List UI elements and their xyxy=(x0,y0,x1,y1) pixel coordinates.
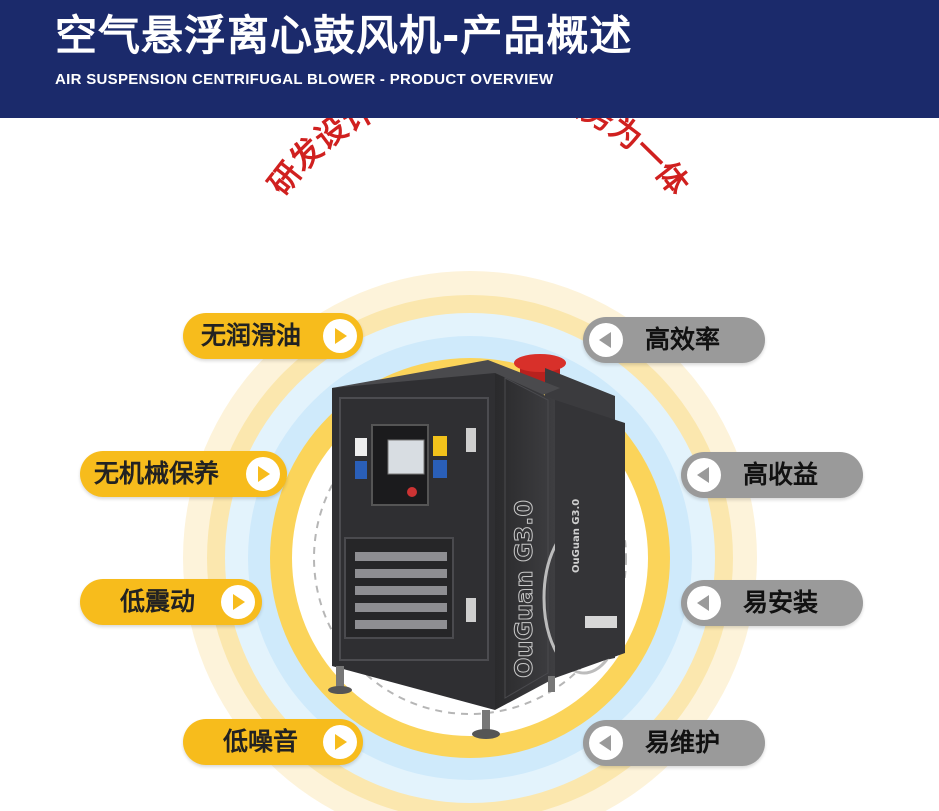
feature-label: 无润滑油 xyxy=(201,321,302,350)
page-title: 空气悬浮离心鼓风机-产品概述 xyxy=(55,11,633,60)
feature-pill-high-efficiency: 高效率 xyxy=(583,317,765,363)
feature-pill-low-vibration: 低震动 xyxy=(80,579,262,625)
feature-pill-low-noise: 低噪音 xyxy=(183,719,363,765)
arrow-left-icon xyxy=(687,586,721,620)
feature-label: 低震动 xyxy=(120,587,196,616)
blower-cabinet xyxy=(328,354,625,739)
feature-label: 无机械保养 xyxy=(94,459,220,488)
arrow-left-icon xyxy=(687,458,721,492)
arrow-right-icon xyxy=(323,319,357,353)
feature-label: 高收益 xyxy=(743,460,819,489)
feature-pill-high-return: 高收益 xyxy=(681,452,863,498)
feature-label: 易安装 xyxy=(743,588,819,617)
arrow-right-icon xyxy=(323,725,357,759)
feature-pill-no-oil: 无润滑油 xyxy=(183,313,363,359)
cabinet-badge-text: OuGuan G3.0 xyxy=(571,499,582,573)
feature-label: 易维护 xyxy=(645,728,721,757)
feature-pill-no-maintenance: 无机械保养 xyxy=(80,451,287,497)
slogan-text: 研发设计·生产造·销售服务为一体 xyxy=(262,118,696,202)
header-banner: 空气悬浮离心鼓风机-产品概述 AIR SUSPENSION CENTRIFUGA… xyxy=(0,0,939,118)
arrow-left-icon xyxy=(589,323,623,357)
page-subtitle: AIR SUSPENSION CENTRIFUGAL BLOWER - PROD… xyxy=(55,71,554,88)
background-illustration: 研发设计·生产造·销售服务为一体 xyxy=(183,118,757,811)
product-stage: 研发设计·生产造·销售服务为一体 xyxy=(0,118,939,811)
arrow-right-icon xyxy=(246,457,280,491)
feature-pill-easy-maintenance: 易维护 xyxy=(583,720,765,766)
feature-label: 高效率 xyxy=(645,325,721,354)
arrow-left-icon xyxy=(589,726,623,760)
arrow-right-icon xyxy=(221,585,255,619)
cabinet-brand-text: OuGuan G3.0 xyxy=(510,500,538,678)
feature-label: 低噪音 xyxy=(223,727,299,756)
feature-pill-easy-install: 易安装 xyxy=(681,580,863,626)
